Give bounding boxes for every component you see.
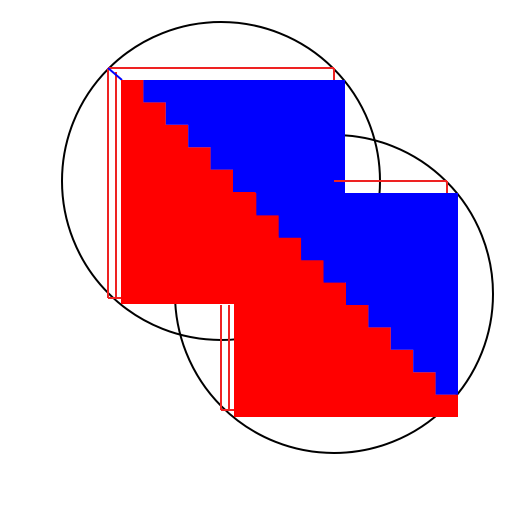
- diagonal-corner-line: [107, 67, 123, 81]
- tile-lower-right: [220, 180, 458, 417]
- blue-staircase: [143, 80, 345, 304]
- blue-staircase: [256, 193, 458, 417]
